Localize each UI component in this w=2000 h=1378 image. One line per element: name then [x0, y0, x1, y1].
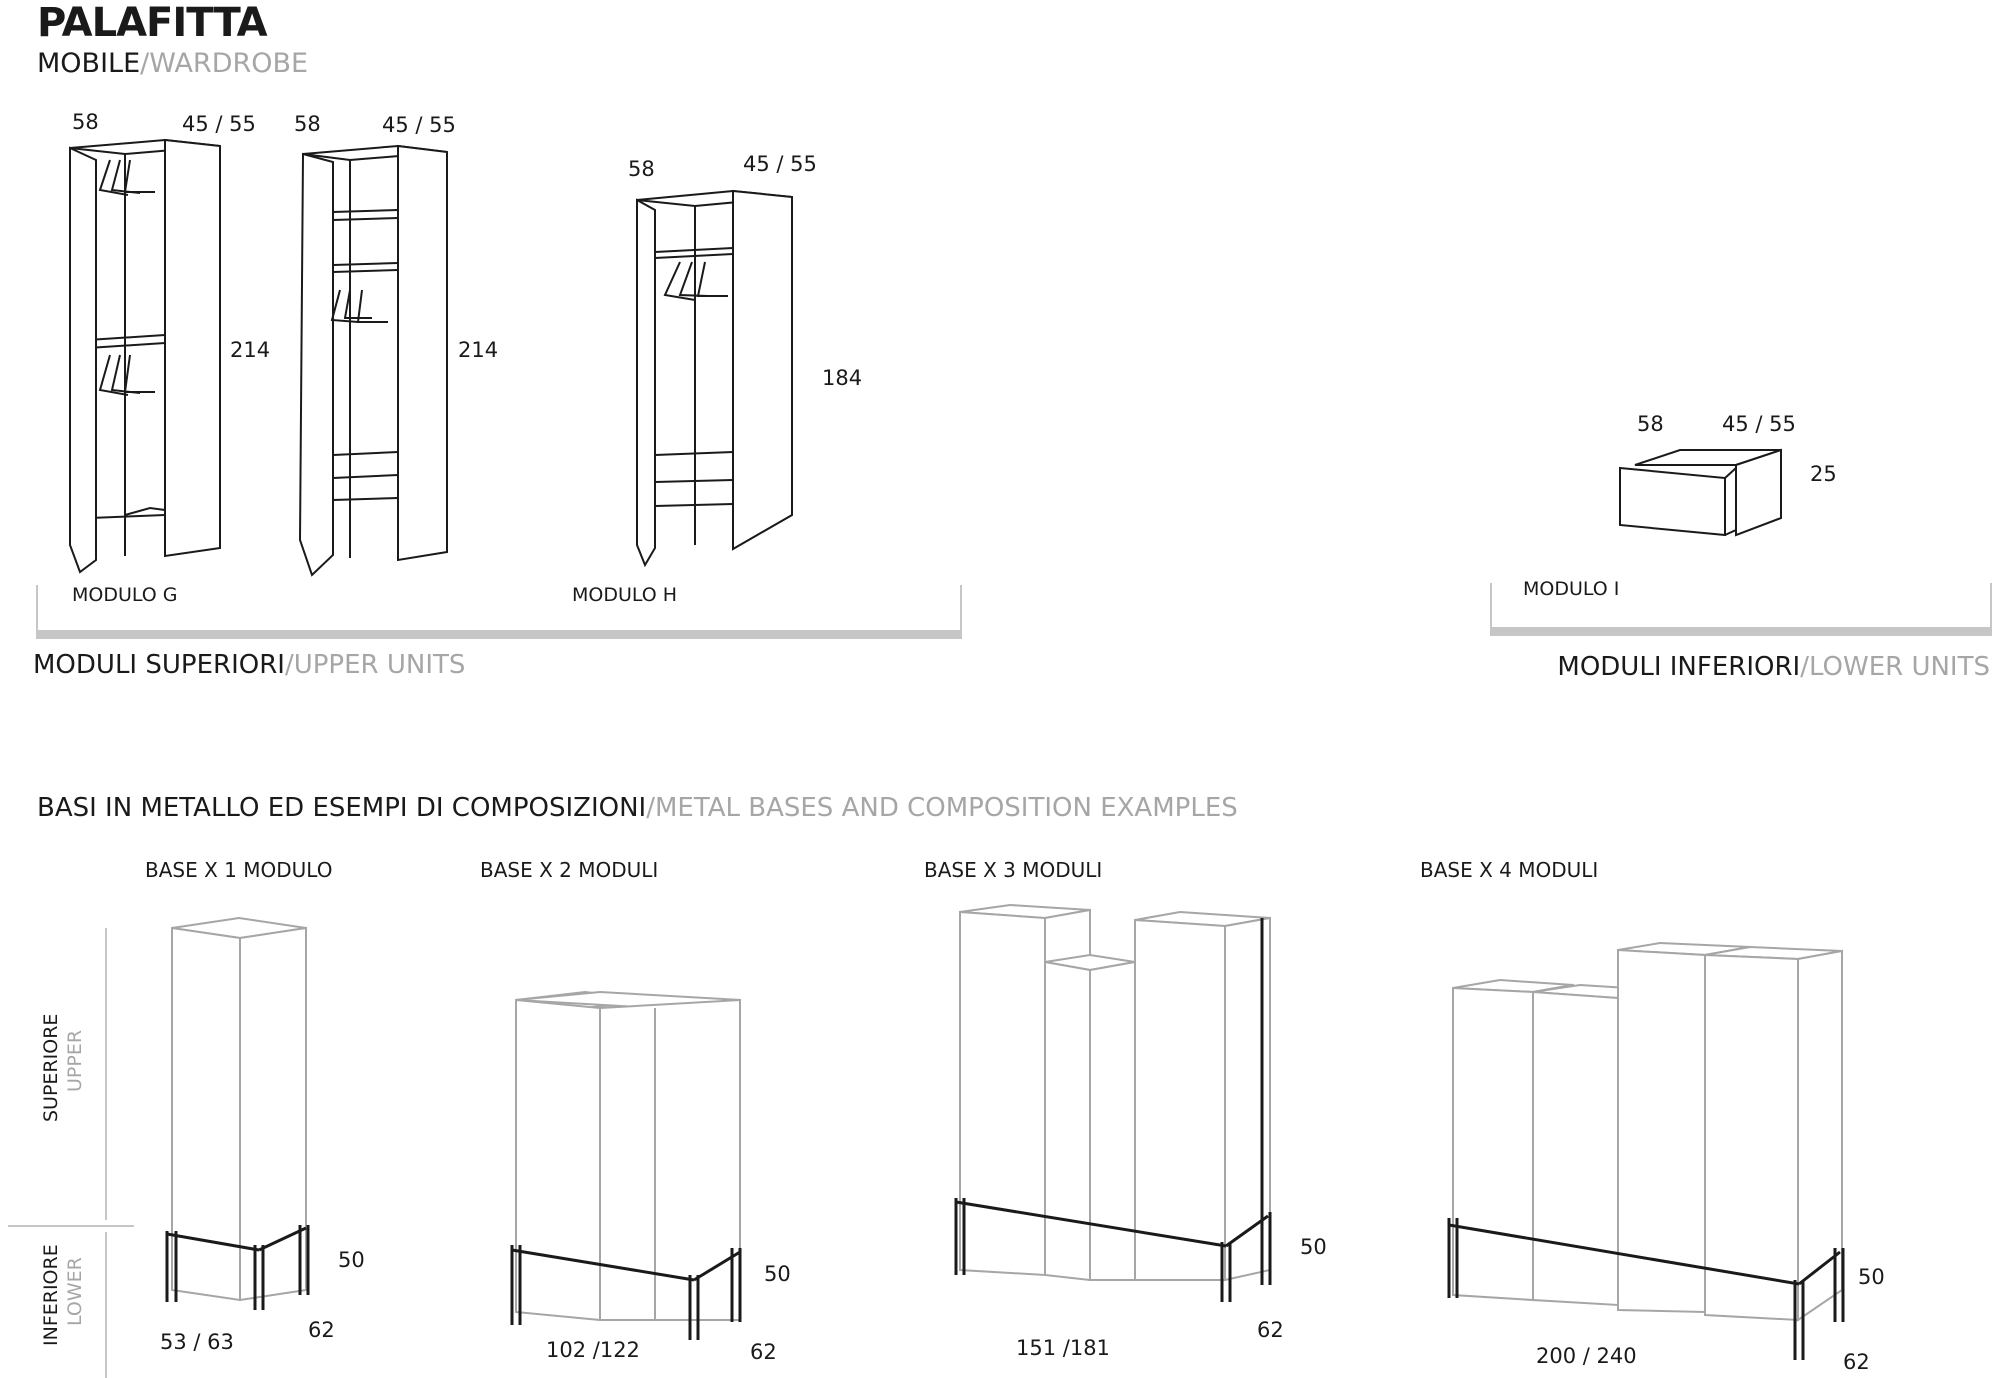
unit-1-height: 214	[230, 338, 271, 362]
modulo-i-label: MODULO I	[1523, 578, 1620, 600]
lower-units-section: MODULI INFERIORI/LOWER UNITS	[1557, 652, 1990, 682]
page-subtitle: MOBILE/WARDROBE	[37, 48, 308, 79]
modulo-h-label: MODULO H	[572, 584, 678, 606]
base-1-frame	[165, 1225, 310, 1310]
base-3-frame	[954, 918, 1272, 1302]
side-label-lower-alt: LOWER	[64, 1257, 86, 1326]
base-2-drawing	[515, 990, 742, 1322]
base-4-frame	[1447, 1218, 1845, 1360]
base-4-depth: 62	[1843, 1350, 1870, 1374]
base-1-drawing	[171, 916, 307, 1302]
upper-bracket-bar	[36, 630, 962, 639]
drawer-height: 25	[1810, 462, 1837, 486]
base-3-height: 50	[1300, 1235, 1327, 1259]
unit-3-width: 45 / 55	[743, 152, 817, 176]
lower-bracket-right	[1990, 583, 1992, 635]
lower-units-alt: /LOWER UNITS	[1800, 652, 1990, 682]
base-1-depth: 62	[308, 1318, 335, 1342]
base-4-drawing	[1452, 941, 1843, 1322]
side-label-upper: SUPERIORE	[40, 1014, 62, 1122]
drawer-depth: 58	[1637, 412, 1664, 436]
bases-section: BASI IN METALLO ED ESEMPI DI COMPOSIZION…	[37, 793, 1238, 823]
unit-3-height: 184	[822, 366, 863, 390]
drawer-unit-i-drawing	[1619, 448, 1782, 537]
lower-bracket-bar	[1490, 627, 1992, 636]
unit-2-width: 45 / 55	[382, 113, 456, 137]
lower-bracket-left	[1490, 583, 1492, 635]
base-1-label: BASE X 1 MODULO	[145, 858, 333, 882]
base-4-width: 200 / 240	[1536, 1344, 1637, 1368]
base-4-label: BASE X 4 MODULI	[1420, 858, 1599, 882]
side-lower-alt: LOWER	[64, 1257, 86, 1326]
side-upper-alt: UPPER	[64, 1029, 86, 1092]
wardrobe-g2-drawing	[298, 144, 448, 577]
base-1-width: 53 / 63	[160, 1330, 234, 1354]
base-2-height: 50	[764, 1262, 791, 1286]
base-3-width: 151 /181	[1016, 1336, 1110, 1360]
unit-1-width: 45 / 55	[182, 112, 256, 136]
upper-bracket-left	[36, 585, 38, 637]
base-2-label: BASE X 2 MODULI	[480, 858, 659, 882]
side-lower-main: INFERIORE	[40, 1244, 62, 1346]
wardrobe-h-drawing	[636, 189, 793, 568]
subtitle-alt: /WARDROBE	[140, 48, 309, 79]
page-title: PALAFITTA	[37, 0, 268, 46]
side-upper-main: SUPERIORE	[40, 1013, 62, 1122]
upper-bracket-right	[960, 585, 962, 637]
upper-units-main: MODULI SUPERIORI	[33, 650, 285, 680]
base-2-frame	[510, 1245, 742, 1340]
subtitle-main: MOBILE	[37, 48, 141, 79]
base-3-drawing	[959, 903, 1271, 1282]
unit-2-height: 214	[458, 338, 499, 362]
modulo-g-label: MODULO G	[72, 584, 178, 606]
wardrobe-g1-drawing	[69, 138, 221, 574]
bases-main: BASI IN METALLO ED ESEMPI DI COMPOSIZION…	[37, 793, 647, 823]
upper-units-section: MODULI SUPERIORI/UPPER UNITS	[33, 650, 465, 680]
base-2-width: 102 /122	[546, 1338, 640, 1362]
base-1-height: 50	[338, 1248, 365, 1272]
base-4-height: 50	[1858, 1265, 1885, 1289]
unit-1-depth: 58	[72, 110, 99, 134]
side-label-upper-alt: UPPER	[64, 1030, 86, 1092]
drawer-width: 45 / 55	[1722, 412, 1796, 436]
side-label-lower: INFERIORE	[40, 1244, 62, 1346]
upper-units-alt: /UPPER UNITS	[284, 650, 466, 680]
unit-3-depth: 58	[628, 157, 655, 181]
base-3-depth: 62	[1257, 1318, 1284, 1342]
unit-2-depth: 58	[294, 112, 321, 136]
bases-alt: /METAL BASES AND COMPOSITION EXAMPLES	[646, 793, 1238, 823]
base-2-depth: 62	[750, 1340, 777, 1364]
base-3-label: BASE X 3 MODULI	[924, 858, 1103, 882]
lower-units-main: MODULI INFERIORI	[1557, 652, 1801, 682]
